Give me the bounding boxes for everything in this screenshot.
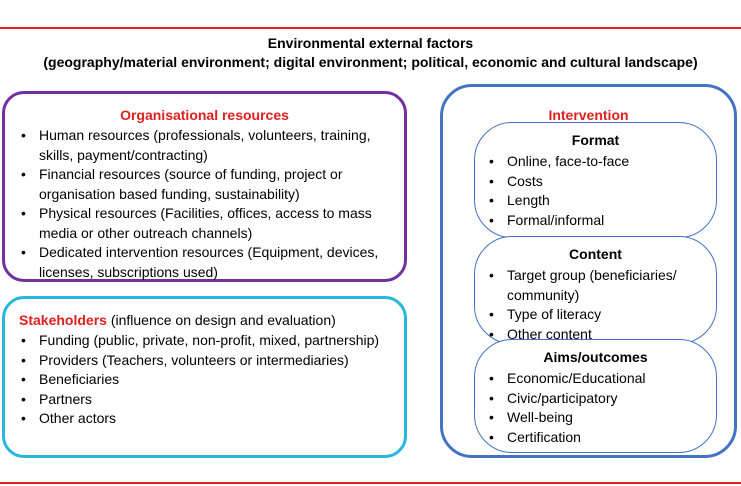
bullet-icon: • [21, 166, 26, 182]
environment-title: Environmental external factors [267, 35, 474, 51]
list-item: • Other actors [17, 409, 397, 429]
list-item-text: Other actors [39, 410, 117, 426]
list-item: • Formal/informal [485, 211, 705, 231]
environment-subtitle: (geography/material environment; digital… [43, 54, 698, 70]
aims-outcomes-title: Aims/outcomes [543, 349, 648, 365]
list-item: • Human resources (professionals, volunte… [17, 126, 397, 165]
format-list: • Online, face-to-face • Costs • Length • Fo… [485, 152, 705, 230]
organisational-resources-box: Organisational resources • Human resource… [2, 91, 407, 282]
bullet-icon: • [489, 172, 494, 189]
stakeholders-subtitle: (influence on design and evaluation) [106, 312, 336, 328]
organisational-resources-list: • Human resources (professionals, volunte… [17, 126, 397, 282]
list-item-text: Funding (public, private, non-profit, mi… [39, 332, 380, 348]
list-item: • Other content [485, 325, 705, 345]
bullet-icon: • [489, 428, 494, 445]
intervention-box: Intervention Format • Online, face-to-fac… [440, 84, 737, 458]
bottom-divider [0, 482, 741, 484]
bullet-icon: • [21, 390, 26, 407]
aims-outcomes-list: • Economic/Educational • Civic/participato… [485, 369, 705, 447]
list-item-text: Beneficiaries [39, 371, 120, 387]
bullet-icon: • [489, 153, 494, 169]
intervention-title: Intervention [548, 107, 629, 123]
list-item: • Physical resources (Facilities, offices… [17, 204, 397, 243]
stakeholders-list: • Funding (public, private, non-profit, m… [17, 331, 397, 429]
bullet-icon: • [489, 192, 494, 208]
bullet-icon: • [489, 211, 494, 228]
list-item-text: Target group (beneficiaries/ community) [507, 267, 677, 303]
list-item: • Certification [485, 428, 705, 448]
list-item-text: Online, face-to-face [507, 153, 630, 169]
list-item-text: Financial resources (source of funding, … [39, 166, 343, 202]
stakeholders-title: Stakeholders [19, 312, 107, 328]
list-item: • Partners [17, 390, 397, 410]
list-item-text: Other content [507, 325, 592, 342]
bullet-icon: • [21, 244, 26, 260]
bullet-icon: • [489, 409, 494, 425]
list-item-text: Partners [39, 390, 92, 407]
list-item-text: Physical resources (Facilities, offices,… [39, 205, 372, 241]
list-item: • Online, face-to-face [485, 152, 705, 172]
list-item: • Financial resources (source of funding,… [17, 165, 397, 204]
format-title: Format [571, 132, 620, 148]
list-item-text: Providers (Teachers, volunteers or inter… [39, 351, 349, 368]
list-item: • Target group (beneficiaries/ community) [485, 266, 705, 305]
bullet-icon: • [489, 267, 494, 283]
list-item: • Funding (public, private, non-profit, m… [17, 331, 397, 351]
list-item-text: Length [507, 192, 550, 208]
list-item-text: Type of literacy [507, 306, 602, 322]
bullet-icon: • [21, 371, 26, 387]
list-item-text: Economic/Educational [507, 370, 646, 386]
list-item-text: Dedicated intervention resources (Equipm… [39, 244, 379, 280]
bullet-icon: • [21, 205, 26, 221]
list-item: • Dedicated intervention resources (Equip… [17, 243, 397, 282]
bullet-icon: • [489, 370, 494, 386]
content-title: Content [569, 246, 622, 262]
bullet-icon: • [21, 410, 26, 426]
list-item-text: Civic/participatory [507, 389, 618, 406]
list-item: • Providers (Teachers, volunteers or inte… [17, 351, 397, 371]
aims-outcomes-box: Aims/outcomes • Economic/Educational • Civ… [474, 339, 717, 453]
list-item: • Civic/participatory [485, 389, 705, 409]
list-item-text: Costs [507, 172, 543, 189]
bullet-icon: • [21, 127, 26, 143]
bullet-icon: • [489, 306, 494, 322]
list-item: • Economic/Educational [485, 369, 705, 389]
stakeholders-heading: Stakeholders (influence on design and ev… [19, 311, 336, 329]
list-item: • Length [485, 191, 705, 211]
bullet-icon: • [21, 351, 26, 368]
list-item: • Beneficiaries [17, 370, 397, 390]
list-item-text: Human resources (professionals, voluntee… [39, 127, 371, 163]
organisational-resources-title: Organisational resources [120, 107, 289, 123]
bullet-icon: • [489, 325, 494, 342]
list-item: • Well-being [485, 408, 705, 428]
list-item: • Type of literacy [485, 305, 705, 325]
list-item-text: Well-being [507, 409, 573, 425]
bullet-icon: • [21, 332, 26, 348]
content-list: • Target group (beneficiaries/ community)… [485, 266, 705, 344]
content-box: Content • Target group (beneficiaries/ co… [474, 236, 717, 344]
list-item-text: Certification [507, 428, 581, 445]
top-divider [0, 27, 741, 29]
list-item: • Costs [485, 172, 705, 192]
bullet-icon: • [489, 389, 494, 406]
stakeholders-box: Stakeholders (influence on design and ev… [2, 296, 407, 458]
format-box: Format • Online, face-to-face • Costs • Len… [474, 122, 717, 238]
list-item-text: Formal/informal [507, 211, 605, 228]
